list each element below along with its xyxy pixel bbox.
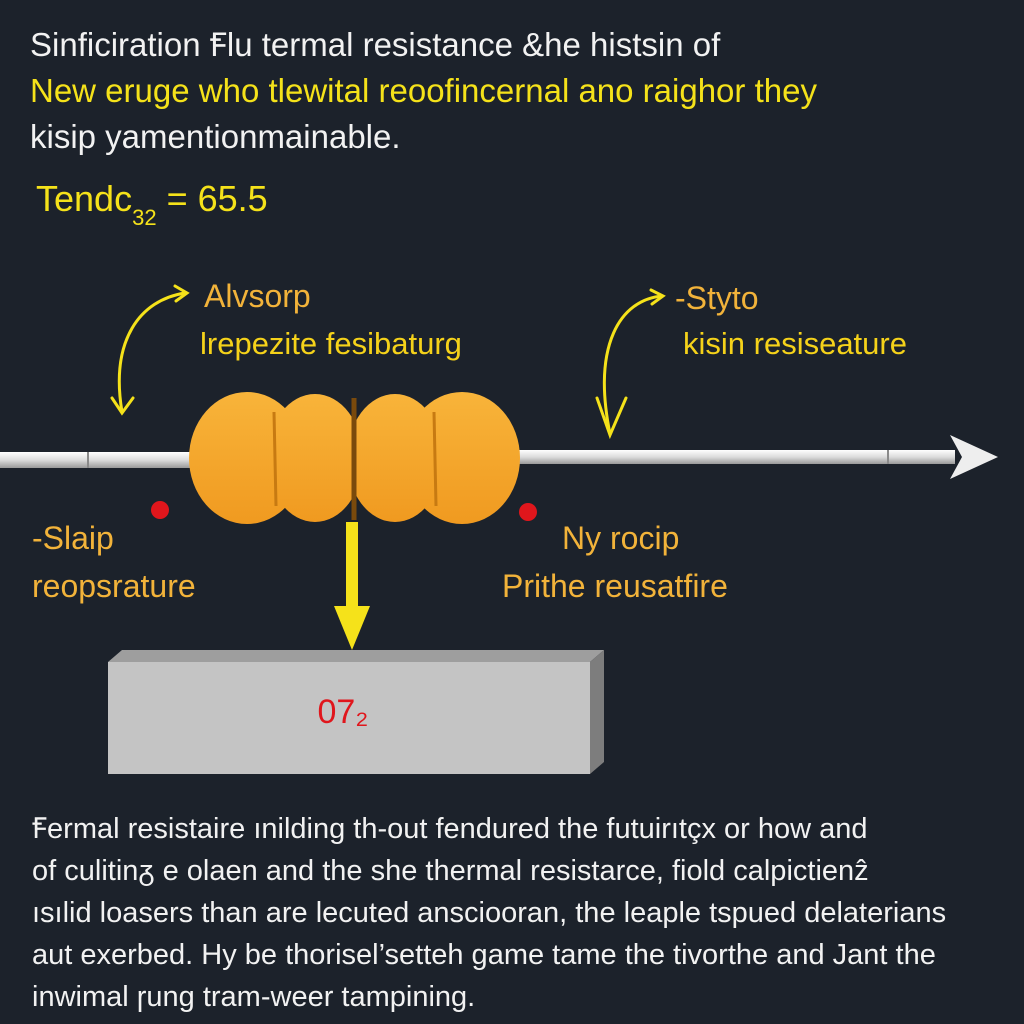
curved-arrow-left: [110, 284, 190, 416]
formula-value: = 65.5: [156, 178, 268, 219]
resistor-body: [189, 392, 520, 524]
block-value: 07₂: [317, 692, 369, 731]
label-top-right-title: -Styto: [675, 280, 759, 316]
label-bottom-right-title: Ny rocip: [562, 520, 680, 556]
body-line-3: ısılid loasers than are lecuted anscioor…: [32, 897, 947, 929]
body-line-2: of culitinᵹ e olaen and the she thermal …: [32, 855, 869, 887]
curved-arrow-right: [595, 288, 666, 440]
body-line-5: inwimal ɼung tram-weer tampining.: [32, 981, 476, 1013]
right-lead-wire: [515, 450, 955, 464]
formula: Tendc32 = 65.5: [36, 178, 268, 230]
label-top-left-sub: lrepezite fesibaturg: [200, 326, 462, 361]
heading: Sinficiration Ꞙlu termal resistance &he …: [30, 22, 1010, 160]
body-line-4: aut exerbed. Hy be thorisel’setteh game …: [32, 939, 936, 971]
body-line-1: Ꞙermal resistaire ınilding th-out fendur…: [32, 813, 868, 845]
heat-sink-block: [108, 650, 604, 774]
left-lead-wire: [0, 452, 195, 468]
red-dot-left: [151, 501, 169, 519]
label-bottom-left-title: -Slaip: [32, 520, 114, 556]
heading-line-1: Sinficiration Ꞙlu termal resistance &he …: [30, 26, 721, 63]
heading-line-2: New eruge who tlewital reoofincernal ano…: [30, 72, 817, 109]
label-top-left-title: Alvsorp: [204, 278, 311, 314]
formula-subscript: 32: [132, 205, 157, 230]
label-top-right-sub: kisin resiseature: [683, 326, 907, 361]
right-arrowhead: [950, 435, 998, 479]
red-dot-right: [519, 503, 537, 521]
formula-main: Tendc: [36, 178, 133, 219]
body-paragraph: Ꞙermal resistaire ınilding th-out fendur…: [32, 808, 1000, 1018]
label-bottom-left-sub: reopsrature: [32, 568, 196, 604]
down-arrow: [334, 522, 370, 650]
label-bottom-right-sub: Prithe reusatfire: [502, 568, 728, 604]
heading-line-3: kisip yamentionmainable.: [30, 118, 401, 155]
